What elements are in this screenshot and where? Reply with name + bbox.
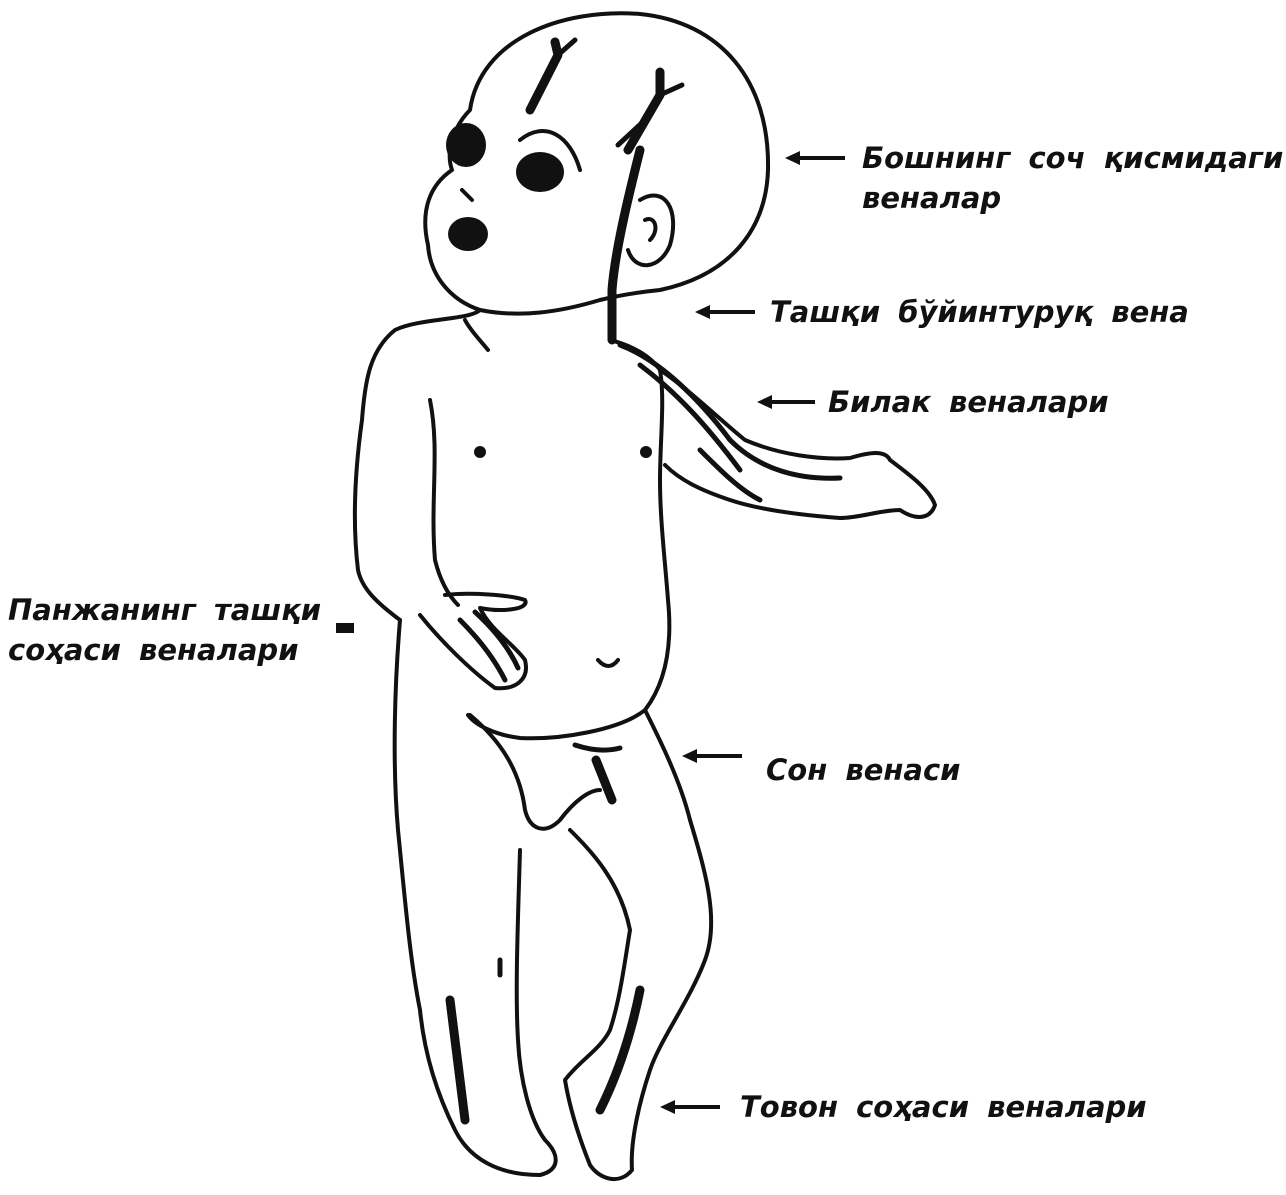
label-hand-dorsum-veins: Панжанинг ташқи соҳаси веналари <box>8 590 321 670</box>
label-scalp-veins-line1: Бошнинг соч қисмидаги <box>862 138 1283 178</box>
label-femoral-vein: Сон венаси <box>766 750 960 790</box>
eye-icon <box>516 152 564 192</box>
label-hand-dorsum-veins-line2: соҳаси веналари <box>8 630 321 670</box>
arm <box>620 345 935 518</box>
label-external-jugular-vein: Ташқи бўйинтуруқ вена <box>770 292 1189 332</box>
label-forearm-veins: Билак веналари <box>828 382 1109 422</box>
hand <box>420 594 526 688</box>
mouth-icon <box>448 217 488 251</box>
head <box>425 13 768 313</box>
label-heel-veins: Товон соҳаси веналари <box>740 1087 1147 1127</box>
eye-icon <box>446 123 486 167</box>
label-scalp-veins-line2: веналар <box>862 178 1283 218</box>
label-scalp-veins: Бошнинг соч қисмидаги веналар <box>862 138 1283 218</box>
label-hand-dorsum-veins-line1: Панжанинг ташқи <box>8 590 321 630</box>
torso <box>355 310 670 738</box>
legs <box>395 620 712 1179</box>
scalp-veins <box>530 40 682 340</box>
